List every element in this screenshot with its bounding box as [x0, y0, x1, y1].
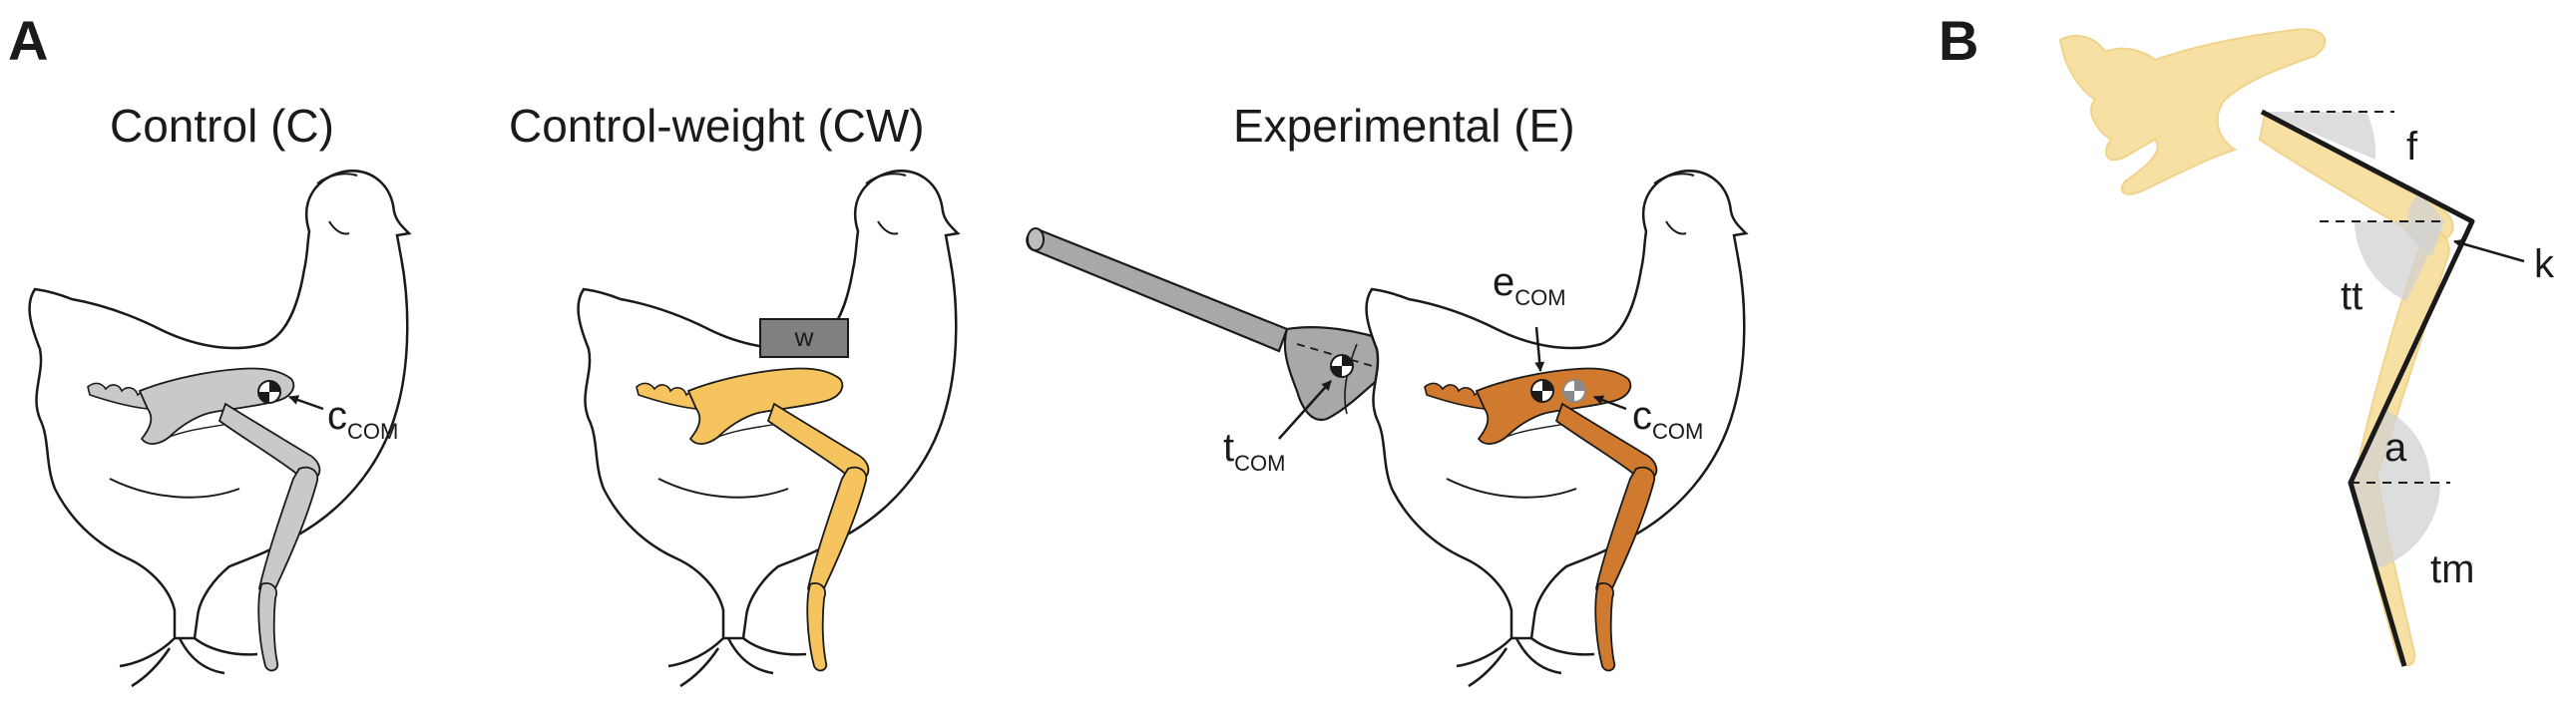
title-control-weight: Control-weight (CW) [509, 100, 925, 152]
label-e-base: e [1493, 260, 1514, 304]
title-control: Control (C) [110, 100, 334, 152]
control-weight-group: Control-weight (CW) w [509, 100, 960, 688]
arrow-icon [1593, 395, 1627, 411]
artificial-tail-icon [1026, 227, 1418, 422]
label-e-com: eCOM [1493, 260, 1566, 310]
com-marker-experimental-icon [1530, 379, 1554, 403]
pelvis-faded-icon [2058, 28, 2327, 195]
label-c-sub: COM [347, 419, 398, 444]
angle-label-k: k [2534, 242, 2555, 286]
panel-a-letter: A [8, 9, 48, 72]
label-c-com-exp: cCOM [1632, 394, 1703, 444]
title-experimental: Experimental (E) [1233, 100, 1575, 152]
label-c-base: c [327, 394, 347, 438]
arrow-icon [1278, 380, 1332, 440]
arrow-icon [2453, 238, 2525, 263]
experimental-group: Experimental (E) tCOM eCOM cCOM [1026, 100, 1748, 688]
label-c-com: cCOM [327, 394, 398, 444]
weight-label: w [794, 322, 814, 352]
limb-angle-diagram: f k tt a tm [2058, 28, 2555, 667]
label-e-sub: COM [1514, 285, 1565, 310]
chicken-control-weight-icon [577, 170, 960, 688]
angle-label-a: a [2384, 426, 2407, 470]
angle-label-tm: tm [2430, 547, 2474, 591]
label-t-sub: COM [1234, 451, 1285, 476]
com-marker-control-icon [257, 380, 281, 404]
angle-label-tt: tt [2341, 274, 2362, 318]
com-marker-tail-icon [1330, 354, 1354, 378]
limb-segments [2260, 109, 2475, 667]
com-marker-ghost-icon [1562, 379, 1586, 403]
label-t-com: tCOM [1223, 426, 1285, 476]
label-c-sub-exp: COM [1652, 419, 1703, 444]
angle-wedge-a [2351, 409, 2431, 483]
arrow-icon [1534, 326, 1545, 372]
angle-wedge-tt [2355, 221, 2444, 301]
panel-b-letter: B [1938, 9, 1978, 72]
label-t-base: t [1223, 426, 1234, 470]
weight-box [759, 318, 849, 358]
arrow-icon [288, 395, 324, 411]
angle-label-f: f [2406, 125, 2418, 169]
angle-wedge-f [2262, 112, 2376, 160]
label-c-base-exp: c [1632, 394, 1652, 438]
angle-wedge-tm [2351, 483, 2440, 568]
control-group: Control (C) cCOM [28, 100, 411, 688]
